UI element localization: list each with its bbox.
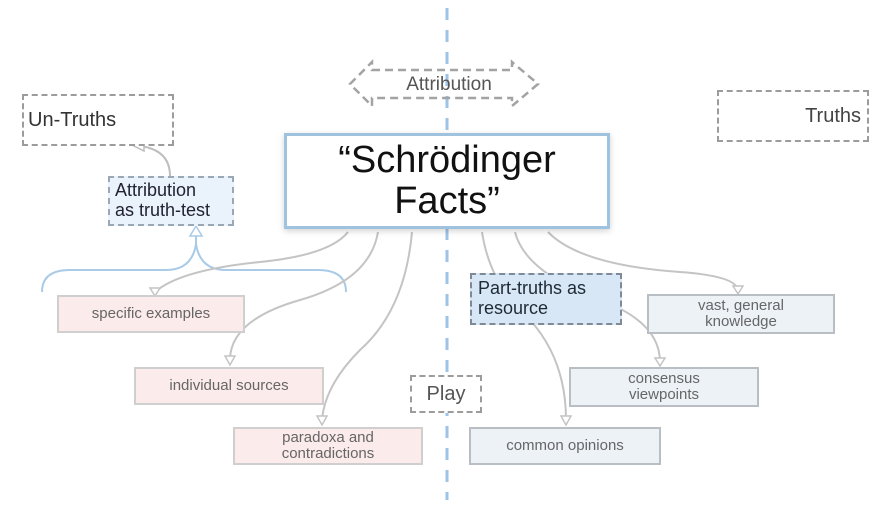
attribution-double-arrow xyxy=(348,58,540,110)
arrowhead-individual-sources xyxy=(223,355,237,367)
truths-heading: Truths xyxy=(717,90,869,142)
central-line-2: Facts” xyxy=(394,180,500,222)
central-concept-box: “Schrödinger Facts” xyxy=(284,133,610,229)
item-paradoxa-line-2: contradictions xyxy=(281,445,375,462)
central-line-1: “Schrödinger xyxy=(338,138,556,181)
item-consensus-line-1: consensus xyxy=(628,369,700,387)
truths-text: Truths xyxy=(805,105,861,127)
item-individual-sources: individual sources xyxy=(134,367,324,405)
part-truths-line-2: resource xyxy=(478,298,549,318)
item-common-opinions-label: common opinions xyxy=(506,436,624,454)
item-consensus-line-2: viewpoints xyxy=(628,386,700,403)
item-vast-general-knowledge: vast, general knowledge xyxy=(647,294,835,334)
connector-vast-general xyxy=(547,231,739,291)
item-vast-general-line-2: knowledge xyxy=(705,313,777,330)
part-truths-box: Part-truths as resource xyxy=(470,273,622,325)
connector-paradoxa xyxy=(321,231,413,421)
connector-common-opinions xyxy=(481,231,567,421)
item-paradoxa: paradoxa and contradictions xyxy=(233,427,423,465)
connector-individual-sources xyxy=(229,231,379,361)
attribution-truth-test-box: Attribution as truth-test xyxy=(108,176,234,226)
item-individual-sources-label: individual sources xyxy=(169,376,289,394)
left-brace xyxy=(41,243,347,293)
item-paradoxa-line-1: paradoxa and xyxy=(282,428,374,446)
item-common-opinions: common opinions xyxy=(469,427,661,465)
attribution-truth-test-line-1: Attribution xyxy=(115,180,197,201)
item-specific-examples: specific examples xyxy=(57,295,245,333)
attribution-truth-test-line-2: as truth-test xyxy=(115,200,211,220)
item-specific-examples-label: specific examples xyxy=(91,304,211,322)
connector-specific-examples xyxy=(154,231,349,293)
arrowhead-vast-general xyxy=(731,285,745,296)
part-truths-line-1: Part-truths as xyxy=(478,278,587,299)
un-truths-heading: Un-Truths xyxy=(22,94,174,146)
play-box: Play xyxy=(410,375,482,413)
arrowhead-consensus xyxy=(653,357,667,368)
play-text: Play xyxy=(426,383,466,405)
brace-to-filter-arrowhead xyxy=(188,224,204,237)
arrowhead-specific-examples xyxy=(148,287,162,298)
item-vast-general-line-1: vast, general xyxy=(698,296,784,314)
top-attribution-label: Attribution xyxy=(406,74,492,95)
arrowhead-paradoxa xyxy=(315,415,329,427)
item-consensus-viewpoints: consensus viewpoints xyxy=(569,367,759,407)
arrowhead-common-opinions xyxy=(559,415,573,427)
un-truths-text: Un-Truths xyxy=(28,109,117,131)
